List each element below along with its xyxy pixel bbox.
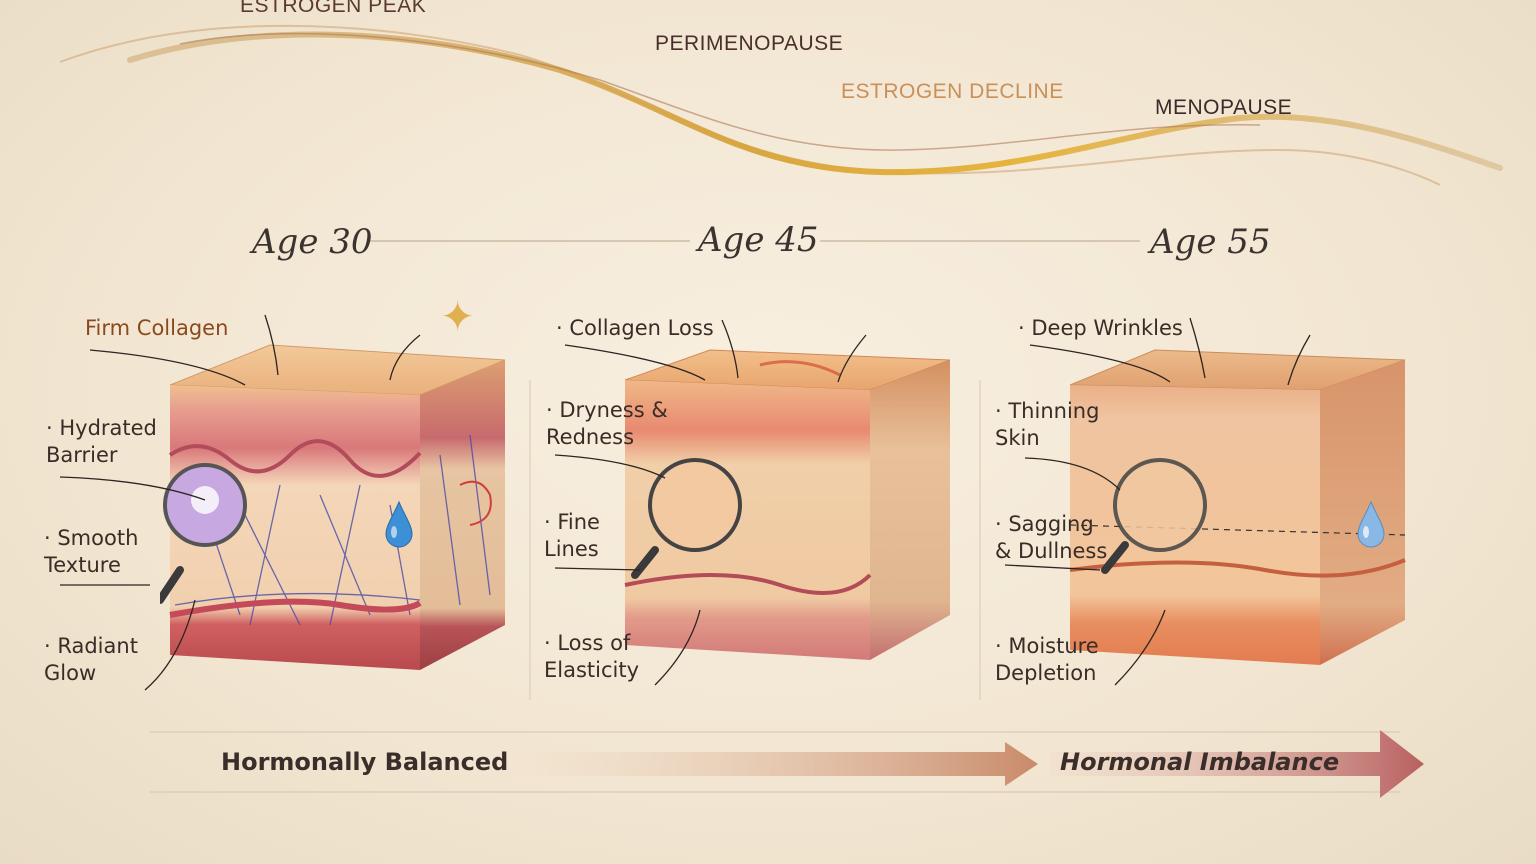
- callout-collagen-loss: · Collagen Loss: [556, 316, 714, 340]
- skin-cube-age-30: [160, 344, 506, 670]
- estrogen-curve: [59, 24, 1503, 186]
- skin-cube-age-55: [1069, 349, 1406, 665]
- timeline-estrogen-decline: ESTROGEN DECLINE: [841, 80, 1064, 103]
- callout-loss-of-elasticity: · Loss of Elasticity: [544, 631, 640, 682]
- magnifier-icon: [1101, 458, 1207, 574]
- callout-smooth-texture: · Smooth Texture: [44, 526, 139, 577]
- sparkle-icon: ✦: [440, 293, 476, 340]
- arrow-right-icon: [490, 742, 1038, 786]
- callout-radiant-glow: · Radiant Glow: [44, 634, 138, 685]
- age-30-title: Age 30: [252, 222, 373, 262]
- age-45-title: Age 45: [698, 220, 819, 260]
- callout-deep-wrinkles: · Deep Wrinkles: [1018, 316, 1183, 340]
- callout-hydrated-barrier: · Hydrated Barrier: [46, 416, 157, 467]
- water-drop-icon: [385, 500, 413, 548]
- age-55-title: Age 55: [1150, 222, 1271, 262]
- hormonally-balanced-label: Hormonally Balanced: [221, 748, 509, 776]
- skin-cube-age-45: [624, 349, 951, 660]
- callout-sagging-dullness: · Sagging & Dullness: [995, 512, 1108, 563]
- arrow-right-icon: [1050, 730, 1424, 798]
- water-drop-icon: [1357, 500, 1385, 548]
- callout-fine-lines: · Fine Lines: [544, 510, 600, 561]
- callout-thinning-skin: · Thinning Skin: [995, 399, 1100, 450]
- callout-moisture-depletion: · Moisture Depletion: [995, 634, 1099, 685]
- callout-dryness-redness: · Dryness & Redness: [546, 398, 668, 449]
- timeline-perimenopause: PERIMENOPAUSE: [655, 32, 844, 55]
- magnifier-icon: [631, 458, 742, 579]
- timeline-estrogen-peak: ESTROGEN PEAK: [240, 0, 427, 17]
- hormonal-imbalance-label: Hormonal Imbalance: [1060, 748, 1340, 776]
- timeline-menopause: MENOPAUSE: [1155, 96, 1293, 119]
- callout-firm-collagen: Firm Collagen: [85, 316, 229, 340]
